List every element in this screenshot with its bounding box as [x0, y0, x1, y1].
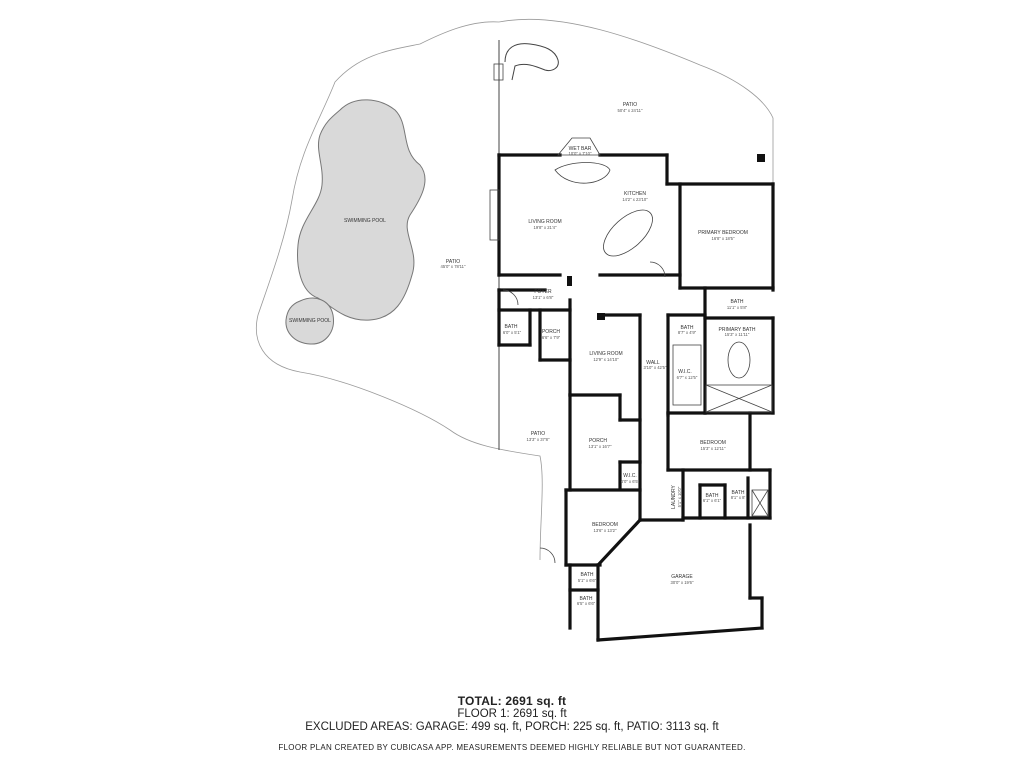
- dim-living-room-2: 12'9" x 14'10": [593, 357, 619, 362]
- label-swimming-pool-1: SWIMMING POOL: [344, 218, 386, 224]
- total-area: TOTAL: 2691 sq. ft: [457, 694, 567, 708]
- dim-bedroom-1: 15'3" x 12'11": [701, 446, 726, 451]
- dim-porch-2: 13'1" x 16'7": [589, 444, 612, 449]
- dim-patio-top: 50'4" x 24'11": [618, 108, 643, 113]
- door-swing-3: [539, 547, 556, 564]
- label-living-room-2: LIVING ROOM: [589, 351, 622, 357]
- label-primary-bath: PRIMARY BATH: [719, 327, 756, 333]
- dim-bath-4: 6'1" x 6'1": [703, 498, 722, 503]
- dim-porch-1: 6'6" x 7'9": [542, 335, 561, 340]
- column-2-icon: [567, 276, 572, 286]
- dim-bath-1: 11'1" x 5'8": [727, 305, 748, 310]
- dim-patio-left: 45'0" x 78'11": [441, 264, 466, 269]
- label-porch-2: PORCH: [589, 438, 607, 444]
- label-patio-left: PATIO: [446, 259, 460, 265]
- label-wic-2: W.I.C.: [623, 473, 637, 479]
- label-patio-top: PATIO: [623, 102, 637, 108]
- label-wall: WALL: [646, 360, 660, 366]
- kitchen-island-curved: [554, 162, 611, 184]
- swimming-pool-small: [285, 297, 334, 345]
- patio-top-outline: [498, 18, 774, 184]
- dim-garage: 30'0" x 19'6": [671, 580, 694, 585]
- label-bedroom-1: BEDROOM: [700, 440, 726, 446]
- dim-kitchen: 14'2" x 23'10": [622, 197, 648, 202]
- label-bath-3: BATH: [681, 325, 694, 331]
- label-foyer: FOYER: [534, 289, 552, 295]
- dim-foyer: 13'1" x 6'8": [533, 295, 554, 300]
- column-1-icon: [597, 313, 605, 320]
- dim-bath-5: 8'1" x 8': [731, 495, 746, 500]
- dim-bath-7: 6'5" x 6'6": [577, 601, 596, 606]
- label-bath-1: BATH: [731, 299, 744, 305]
- fire-pit-icon: [757, 154, 765, 162]
- label-garage: GARAGE: [671, 574, 693, 580]
- fireplace-icon: [489, 189, 500, 241]
- dim-patio-bottom: 13'3" x 37'8": [527, 437, 550, 442]
- dim-laundry: 5'1" x 10'0": [677, 486, 682, 507]
- swimming-pool-large: [297, 99, 426, 321]
- label-bath-4: BATH: [706, 493, 719, 499]
- dim-living-room-1: 19'8" x 21'4": [534, 225, 557, 230]
- label-patio-bottom: PATIO: [531, 431, 545, 437]
- dim-bath-3: 8'7" x 4'9": [678, 330, 697, 335]
- disclaimer: FLOOR PLAN CREATED BY CUBICASA APP. MEAS…: [278, 743, 746, 752]
- label-kitchen: KITCHEN: [624, 191, 646, 197]
- label-primary-bedroom: PRIMARY BEDROOM: [698, 230, 748, 236]
- label-bath-5: BATH: [732, 490, 745, 496]
- dim-wall: 3'10" x 42'5": [644, 365, 667, 370]
- label-bath-2: BATH: [505, 324, 518, 330]
- dim-wic-2: 6'0" x 6'5": [621, 479, 640, 484]
- label-swimming-pool-2: SWIMMING POOL: [289, 318, 331, 324]
- floor1-area: FLOOR 1: 2691 sq. ft: [457, 708, 567, 720]
- shower-icon: [705, 384, 773, 413]
- floor-plan: PATIO 50'4" x 24'11" WET BAR 10'0" x 7'1…: [256, 18, 775, 642]
- label-wic-1: W.I.C.: [678, 369, 692, 375]
- label-porch-1: PORCH: [542, 329, 560, 335]
- dim-wet-bar: 10'0" x 7'10": [569, 151, 592, 156]
- fixtures: [489, 137, 773, 564]
- dim-bath-2: 6'0" x 5'1": [503, 330, 522, 335]
- dim-primary-bedroom: 16'8" x 18'5": [712, 236, 735, 241]
- dim-bath-6: 5'1" x 6'6": [578, 578, 597, 583]
- dim-wic-1: 6'7" x 12'5": [677, 375, 698, 380]
- kitchen-island: [603, 209, 653, 257]
- label-living-room-1: LIVING ROOM: [528, 219, 561, 225]
- shower-bath5-icon: [751, 489, 769, 517]
- label-bath-6: BATH: [581, 572, 594, 578]
- label-bath-7: BATH: [580, 596, 593, 602]
- walls: [497, 40, 775, 642]
- vanity-icon: [672, 344, 702, 406]
- label-bedroom-2: BEDROOM: [592, 522, 618, 528]
- wet-bar-counter: [557, 137, 601, 156]
- room-labels: PATIO 50'4" x 24'11" WET BAR 10'0" x 7'1…: [289, 102, 756, 606]
- excluded-areas: EXCLUDED AREAS: GARAGE: 499 sq. ft, PORC…: [305, 721, 719, 733]
- door-swing-2: [649, 261, 666, 278]
- bathtub-icon: [727, 341, 751, 379]
- label-wet-bar: WET BAR: [569, 146, 592, 152]
- dim-bedroom-2: 13'6" x 13'2": [594, 528, 617, 533]
- door-swing-1: [502, 289, 519, 306]
- label-laundry: LAUNDRY: [671, 484, 677, 508]
- bbq-counter: [504, 43, 559, 81]
- dim-primary-bath: 15'3" x 11'11": [725, 332, 750, 337]
- property-outline: [256, 21, 543, 561]
- area-summary: TOTAL: 2691 sq. ft FLOOR 1: 2691 sq. ft …: [0, 694, 1024, 752]
